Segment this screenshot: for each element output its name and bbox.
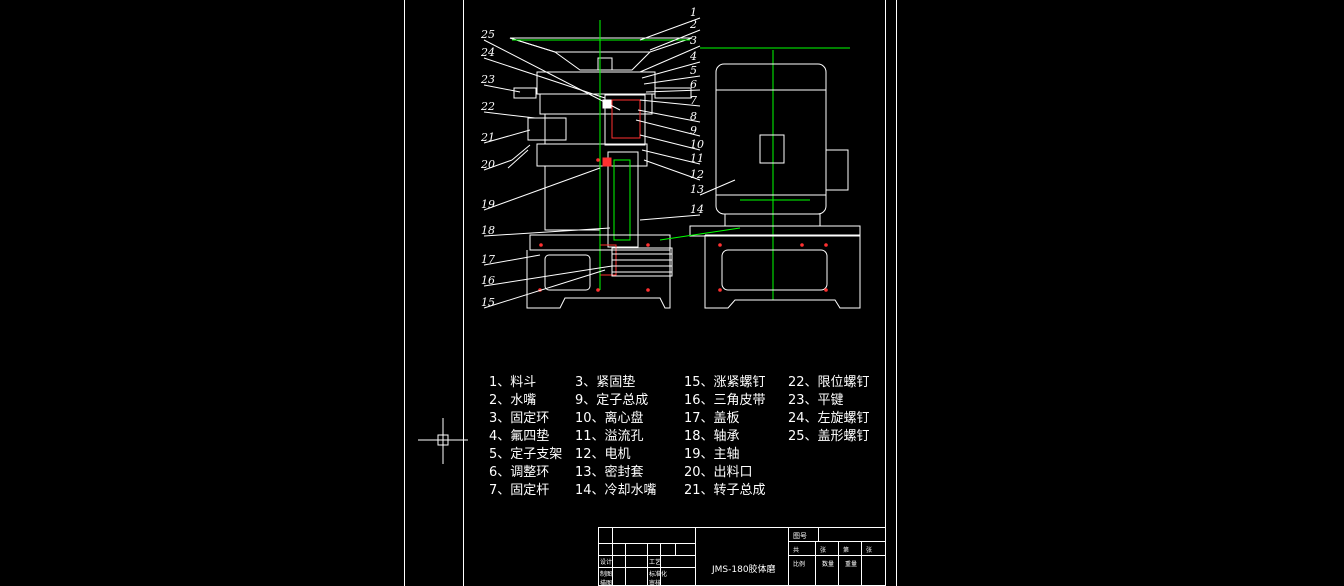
leader-label-16: 16: [481, 274, 495, 287]
leader-label-23: 23: [480, 73, 495, 86]
legend-item: 3、固定环: [489, 411, 550, 426]
legend-item: 7、固定杆: [489, 483, 550, 498]
title-block-sign-label: 设计: [600, 558, 612, 566]
grinder-head: [507, 71, 692, 276]
legend-item: 14、冷却水嘴: [575, 483, 657, 498]
title-block-sign-label: 工艺: [649, 558, 661, 566]
legend-item: 1、料斗: [489, 375, 537, 390]
title-block-scale-row: 比例 数量 重量: [793, 560, 857, 568]
title-block-cell: 比例: [793, 560, 805, 568]
drawing-frame: [404, 0, 897, 586]
legend-item: 22、限位螺钉: [788, 375, 870, 390]
title-block-cell: 张: [820, 546, 826, 554]
leader-label-8: 8: [690, 110, 697, 123]
title-block-cell: 数量: [822, 560, 834, 568]
title-block-sign-label: 审核: [649, 579, 661, 586]
legend-item: 19、主轴: [684, 447, 740, 462]
leader-label-7: 7: [690, 94, 697, 107]
motor: [715, 63, 849, 227]
leader-label-21: 21: [480, 131, 495, 144]
legend-item: 5、定子支架: [489, 447, 563, 462]
legend-item: 21、转子总成: [684, 483, 766, 498]
legend-item: 16、三角皮带: [684, 393, 766, 408]
leader-label-1: 1: [690, 6, 697, 19]
leader-label-3: 3: [690, 34, 697, 47]
leader-lines-right: [635, 17, 736, 221]
drawing-name: JMS-180胶体磨: [711, 563, 776, 575]
leader-label-20: 20: [480, 158, 495, 171]
leader-label-5: 5: [690, 64, 697, 77]
centerlines: [599, 20, 850, 300]
legend-item: 23、平键: [788, 393, 844, 408]
legend-item: 13、密封套: [575, 465, 644, 480]
legend-item: 15、涨紧螺钉: [684, 375, 766, 390]
leader-label-25: 25: [480, 28, 495, 41]
title-block: [598, 527, 886, 586]
leader-label-24: 24: [480, 46, 495, 59]
leader-label-13: 13: [690, 183, 704, 196]
title-block-sign-label: 标准化: [649, 570, 667, 578]
leader-label-9: 9: [690, 124, 697, 137]
title-block-cell: 共: [793, 546, 799, 554]
leader-label-12: 12: [690, 168, 704, 181]
legend-item: 4、氟四垫: [489, 429, 550, 444]
title-block-sign-label: 制图: [600, 570, 612, 578]
legend-item: 20、出料口: [684, 465, 753, 480]
crosshair-cursor-icon: [418, 418, 468, 464]
legend-item: 10、离心盘: [575, 411, 644, 426]
leader-label-14: 14: [690, 203, 704, 216]
leader-label-15: 15: [481, 296, 495, 309]
leader-label-18: 18: [481, 224, 495, 237]
legend-item: 24、左旋螺钉: [788, 411, 870, 426]
leader-label-22: 22: [480, 100, 495, 113]
leader-lines-left: [483, 39, 621, 309]
legend-item: 11、溢流孔: [575, 429, 644, 444]
hopper: [509, 37, 693, 71]
legend-item: 9、定子总成: [575, 393, 649, 408]
legend-item: 18、轴承: [684, 429, 740, 444]
leader-label-4: 4: [689, 50, 697, 63]
legend-item: 2、水嘴: [489, 393, 537, 408]
bolt-markers: [538, 158, 828, 292]
machine-base: [526, 225, 861, 309]
legend-item: 6、调整环: [489, 465, 550, 480]
title-block-cell: 第: [843, 546, 849, 554]
legend-item: 12、电机: [575, 447, 631, 462]
drawing-no-label: 图号: [793, 532, 807, 540]
title-block-cell: 张: [866, 546, 872, 554]
title-block-cell: 重量: [845, 560, 857, 568]
leader-labels-left: 25 24 23 22 21 20 19 18 17 16 15: [480, 28, 495, 309]
leader-label-6: 6: [690, 78, 697, 91]
leader-label-17: 17: [481, 253, 495, 266]
title-block-sign-label: 描图: [600, 579, 612, 586]
v-belt: [659, 227, 741, 241]
legend-item: 3、紧固垫: [575, 375, 636, 390]
leader-label-2: 2: [689, 18, 697, 31]
title-block-sheet-row: 共张第张: [793, 546, 872, 554]
leader-label-10: 10: [690, 138, 704, 151]
leader-label-19: 19: [481, 198, 495, 211]
legend-item: 25、盖形螺钉: [788, 429, 870, 444]
legend-item: 17、盖板: [684, 411, 740, 426]
leader-label-11: 11: [690, 152, 704, 165]
